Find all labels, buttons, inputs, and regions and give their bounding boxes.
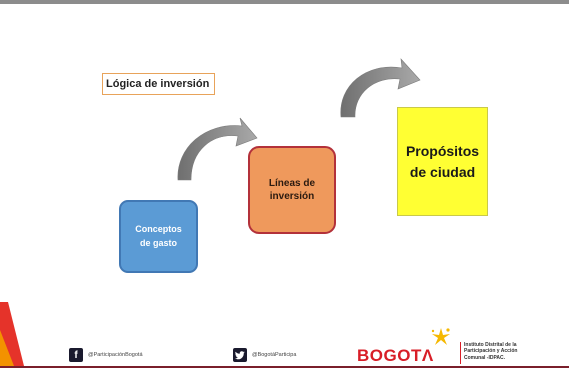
curved-arrow-2: [340, 58, 421, 118]
facebook-handle: @ParticipaciónBogotá: [88, 352, 143, 358]
institute-line: Participación y Acción: [464, 348, 518, 355]
institute-line: Instituto Distrital de la: [464, 342, 517, 348]
twitter-link[interactable]: @BogotáParticipa: [233, 348, 296, 362]
node-label: Propósitos de ciudad: [405, 143, 480, 180]
node-label: Líneas de inversión: [268, 177, 316, 203]
corner-decoration-accent: [0, 330, 14, 366]
logo-divider: [460, 342, 461, 364]
top-bar: [0, 0, 569, 4]
node-conceptos-de-gasto: Conceptos de gasto: [119, 200, 198, 273]
bogota-logo: BOGOTΛ: [357, 346, 434, 365]
node-propositos-de-ciudad: Propósitos de ciudad: [397, 107, 488, 216]
facebook-icon: f: [69, 348, 83, 362]
diagram-title: Lógica de inversión: [102, 73, 215, 95]
institute-line: Comunal -IDPAC.: [464, 354, 506, 361]
institute-name: Instituto Distrital de la Participación …: [464, 342, 517, 361]
twitter-icon: [233, 348, 247, 362]
twitter-handle: @BogotáParticipa: [252, 352, 297, 358]
curved-arrow-1: [177, 117, 258, 181]
facebook-link[interactable]: f @ParticipaciónBogotá: [69, 348, 143, 362]
node-lineas-de-inversion: Líneas de inversión: [248, 146, 336, 234]
footer-line: [0, 366, 569, 368]
sun-logo-icon: [431, 328, 450, 345]
node-label: Conceptos de gasto: [135, 224, 190, 248]
